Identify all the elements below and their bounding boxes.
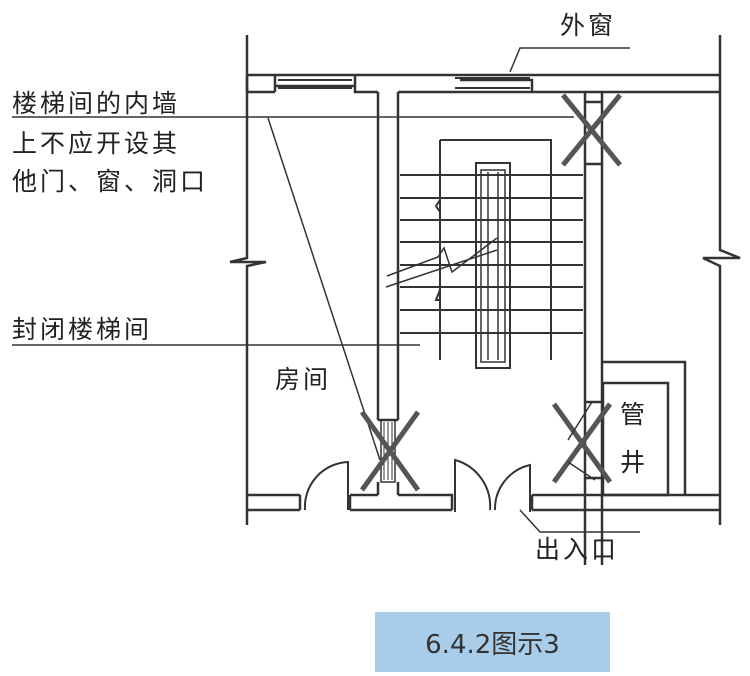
note-line-2: 上不应开设其 <box>12 129 181 158</box>
note-line-3: 他门、窗、洞口 <box>12 167 209 196</box>
note-line-1: 楼梯间的内墙 <box>12 89 181 118</box>
window-left <box>278 79 352 89</box>
entrance-door-right <box>493 463 531 512</box>
stair-treads <box>385 139 583 369</box>
figure-caption: 6.4.2图示3 <box>375 612 610 672</box>
left-outer-wall <box>229 35 267 525</box>
entrance-label: 出入口 <box>535 535 620 564</box>
right-outer-wall <box>702 35 741 525</box>
stair-right-wall <box>583 92 687 565</box>
entrance-door-left <box>454 458 492 512</box>
bottom-wall <box>247 493 720 512</box>
left-door-leaf <box>380 419 396 483</box>
shaft-label-1: 管 <box>620 400 649 429</box>
top-wall <box>245 73 720 94</box>
shaft-label-2: 井 <box>620 448 649 477</box>
prohibition-cross-marks <box>359 93 622 492</box>
room-label: 房间 <box>275 365 332 394</box>
leader-lines <box>12 47 640 533</box>
enclosed-stair-label: 封闭楼梯间 <box>12 315 153 344</box>
outer-window-label: 外窗 <box>560 11 617 40</box>
window-outer <box>455 77 530 89</box>
room-door <box>303 460 349 511</box>
